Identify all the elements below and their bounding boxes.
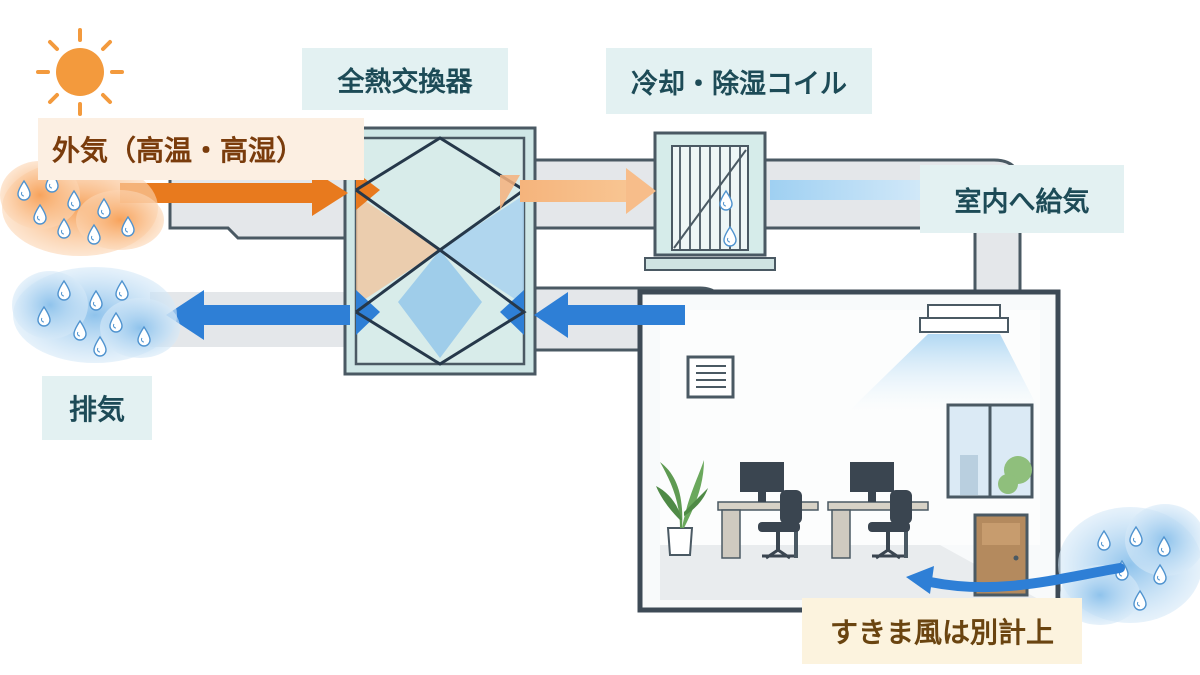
exhaust-grille-icon: [686, 355, 735, 399]
cloud-icon: [0, 160, 164, 256]
office-chair-icon: [868, 490, 912, 560]
cooling-coil: [644, 131, 776, 271]
infiltration-arrow: [906, 563, 1125, 594]
desk-1: [717, 462, 819, 560]
infiltration-label: すきま風は別計上: [802, 598, 1082, 664]
exhaust-air-arrow: [166, 290, 350, 340]
cooling-coil-label: 冷却・除湿コイル: [606, 48, 872, 114]
outdoor-air-arrow: [120, 170, 348, 216]
preconditioned-air-arrow: [500, 168, 656, 214]
heat-exchanger: [343, 126, 537, 376]
window-icon: [946, 403, 1034, 499]
sun-icon: [36, 28, 124, 116]
supply-air-label: 室内へ給気: [920, 165, 1124, 233]
return-air-arrow: [534, 292, 685, 338]
exhaust-air-label: 排気: [42, 376, 152, 440]
monitor-icon: [850, 462, 894, 502]
cloud-icon: [12, 267, 180, 363]
desk-2: [827, 462, 929, 560]
monitor-icon: [740, 462, 784, 502]
plant-icon: [656, 460, 708, 556]
heat-exchanger-label: 全熱交換器: [302, 48, 508, 110]
ceiling-diffuser-icon: [848, 304, 1040, 412]
office-chair-icon: [758, 490, 802, 560]
outdoor-air-label: 外気（高温・高湿）: [38, 118, 364, 180]
